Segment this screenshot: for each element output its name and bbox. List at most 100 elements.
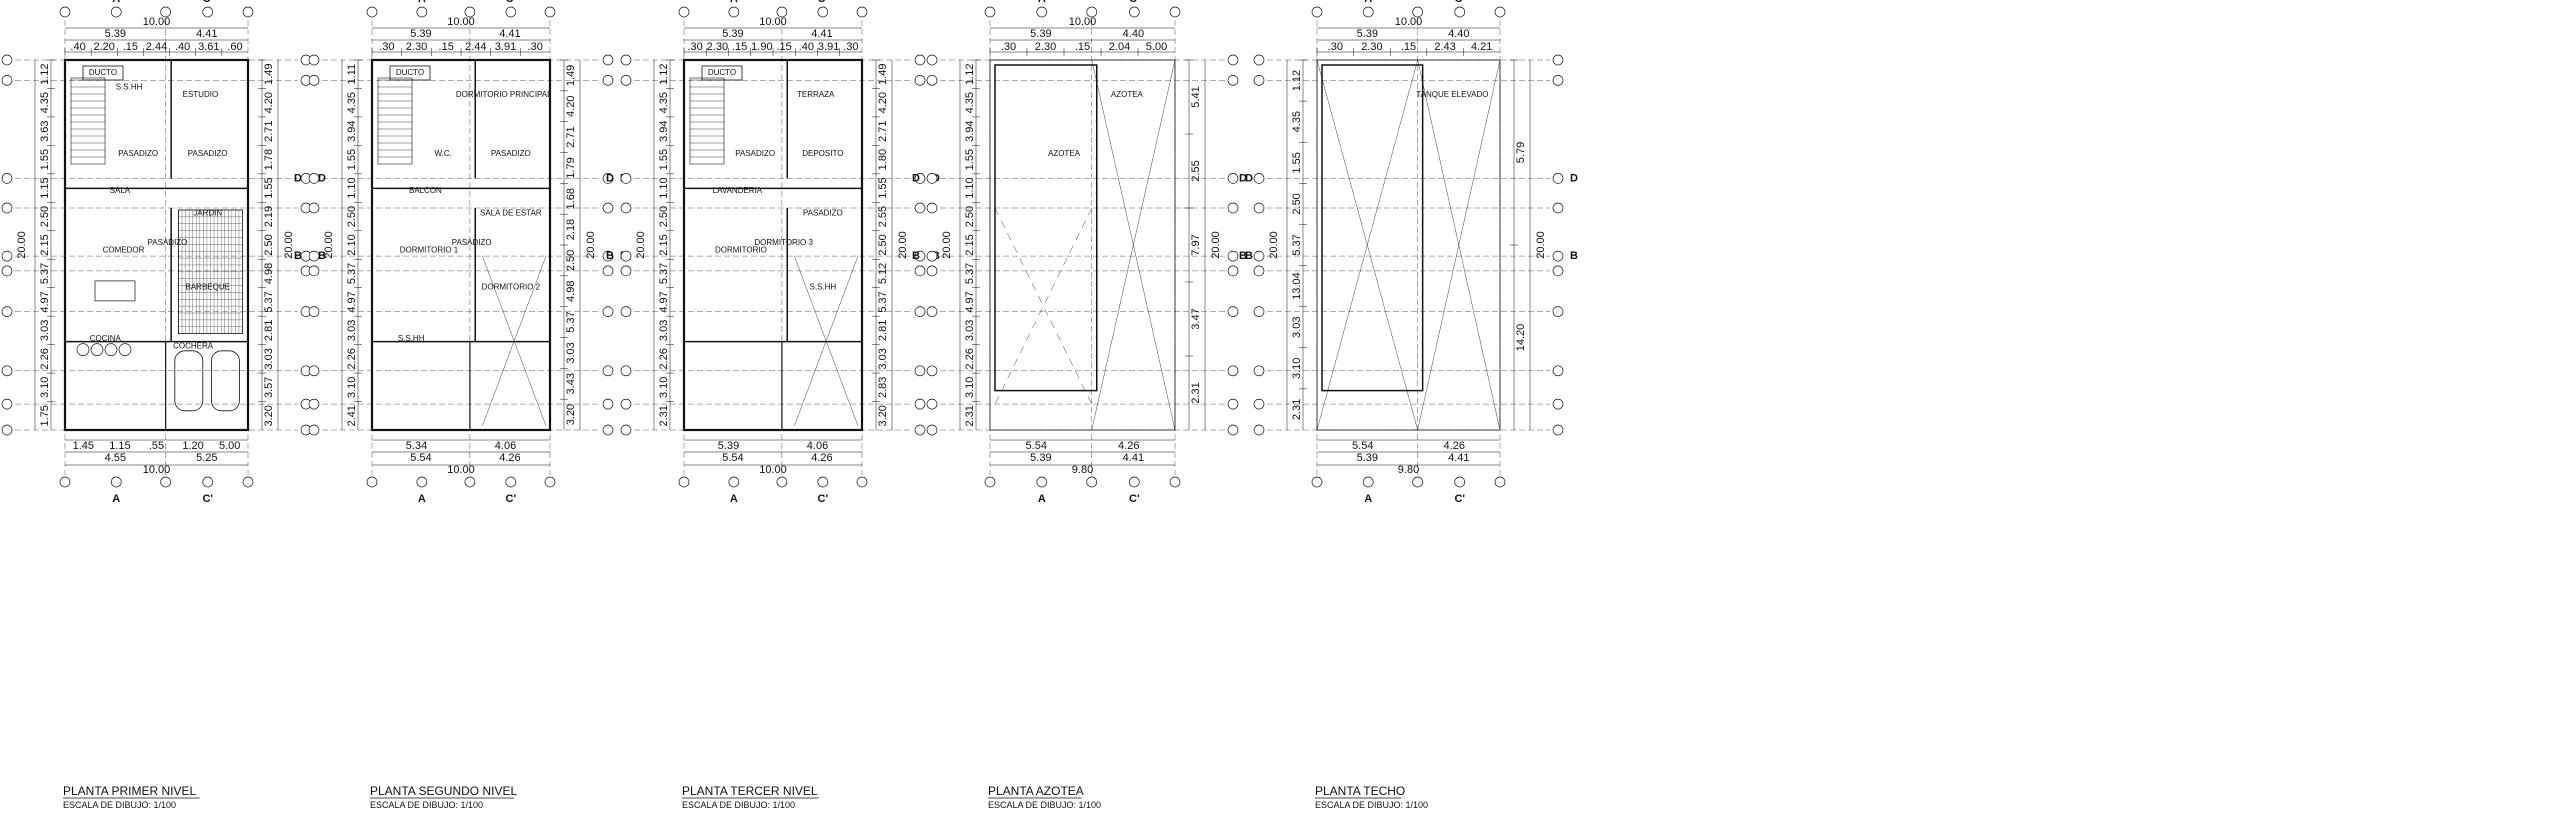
dim-top-detail: 2.43: [1434, 41, 1455, 53]
dim-bottom: 5.00: [219, 440, 240, 452]
dim-top-detail: 2.20: [94, 41, 115, 53]
axis-letter-bottom: C': [818, 493, 829, 505]
axis-bubble: [620, 306, 632, 317]
axis-bubble: [984, 6, 996, 18]
axis-letter-top: C': [1454, 0, 1465, 5]
dim-top-detail: 2.44: [146, 41, 167, 53]
axis-bubble: [308, 202, 320, 214]
axis-bubble: [914, 54, 926, 66]
dim-top-detail: 2.30: [406, 41, 427, 53]
dim-bottom: 4.06: [807, 440, 828, 452]
duct-box: [389, 65, 431, 81]
dim-top-mid: 4.41: [196, 28, 217, 40]
dim-bottom: 4.26: [1444, 440, 1465, 452]
dim-left: 2.15: [658, 234, 670, 255]
room-label: DORMITORIO 2: [482, 282, 541, 291]
dim-top-mid: 4.40: [1448, 28, 1469, 40]
axis-bubble: [464, 476, 476, 488]
dim-top-detail: .15: [439, 41, 454, 53]
duct-label: DUCTO: [708, 68, 736, 77]
dim-left-outer: 20.00: [941, 231, 953, 259]
dim-bottom-total: 9.80: [1398, 464, 1419, 476]
axis-bubble: [308, 424, 320, 436]
axis-bubble: [914, 265, 926, 277]
dim-top-detail: 2.04: [1109, 41, 1130, 53]
axis-bubble: [1, 173, 13, 184]
parapet-wall: [994, 64, 1098, 392]
roof-diagonal: [1417, 59, 1501, 431]
building-outline: [63, 58, 250, 432]
axis-letter-left: D: [912, 172, 920, 184]
axis-bubble: [602, 265, 614, 277]
dim-left: 3.94: [964, 120, 976, 141]
axis-bubble: [1086, 476, 1098, 488]
room-label: DEPOSITO: [802, 149, 843, 158]
dim-right: 7.97: [1190, 234, 1202, 255]
axis-letter-left: B: [294, 250, 302, 262]
axis-letter-top: C': [818, 0, 829, 5]
dim-top-detail: 3.61: [198, 41, 219, 53]
axis-bubble: [926, 202, 938, 214]
dim-top-detail: .15: [776, 41, 791, 53]
void-diagonal: [794, 256, 859, 427]
dim-left: 2.15: [39, 234, 51, 255]
stair: [689, 77, 725, 165]
axis-letter-bottom: C': [506, 493, 517, 505]
axis-bubble: [1036, 476, 1048, 488]
dim-right: 2.19: [263, 206, 275, 227]
dim-bottom2: 5.25: [196, 452, 217, 464]
dim-left: 2.26: [39, 348, 51, 369]
dim-left: 3.10: [658, 377, 670, 398]
axis-bubble: [1253, 398, 1265, 410]
building-outline: [989, 59, 1176, 431]
dim-right: 5.37: [565, 311, 577, 332]
dim-top-detail: .15: [1401, 41, 1416, 53]
stool: [90, 343, 104, 356]
dim-right: 4.98: [565, 281, 577, 302]
dim-left: 3.10: [39, 377, 51, 398]
dim-bottom2: 5.39: [1357, 452, 1378, 464]
dim-left: 1.10: [964, 177, 976, 198]
axis-bubble: [1253, 306, 1265, 317]
dim-left: 3.94: [346, 120, 358, 141]
dim-top-detail: 4.21: [1471, 41, 1492, 53]
axis-bubble: [1036, 6, 1048, 18]
axis-bubble: [1253, 250, 1265, 262]
axis-bubble: [505, 476, 517, 488]
plan-scale: ESCALA DE DIBUJO: 1/100: [370, 800, 483, 810]
dim-top-detail: 2.44: [465, 41, 486, 53]
dim-top-detail: 2.30: [1361, 41, 1382, 53]
car-outline: [210, 350, 240, 412]
dim-left: 1.10: [658, 177, 670, 198]
dim-top-total: 10.00: [143, 16, 171, 28]
dim-left: 1.55: [658, 149, 670, 170]
axis-bubble: [602, 54, 614, 66]
dim-right: 3.43: [565, 373, 577, 394]
dim-top-detail: .30: [379, 41, 394, 53]
axis-bubble: [59, 6, 71, 18]
dim-left: 2.41: [346, 405, 358, 426]
axis-letter-top: A: [418, 0, 426, 5]
axis-bubble: [926, 54, 938, 66]
stair: [70, 77, 106, 165]
dim-top-detail: .30: [687, 41, 702, 53]
dim-right: 5.37: [877, 291, 889, 312]
dim-left: 1.11: [346, 64, 358, 85]
axis-bubble: [728, 6, 740, 18]
dim-bottom2: 5.39: [1030, 452, 1051, 464]
axis-letter-top: C': [202, 0, 213, 5]
dim-right-outer: 20.00: [283, 231, 295, 259]
dim-bottom-total: 10.00: [759, 464, 787, 476]
dim-right: 4.20: [263, 92, 275, 113]
axis-bubble: [620, 173, 632, 184]
room-label: S.S.HH: [810, 282, 837, 291]
room-label: COMEDOR: [103, 245, 145, 254]
dim-left: 1.12: [39, 64, 51, 85]
car-outline: [174, 350, 204, 412]
dim-top-total: 10.00: [447, 16, 475, 28]
axis-letter-right: B: [1570, 250, 1578, 262]
dim-right: 1.80: [877, 149, 889, 170]
dim-left: 3.03: [964, 320, 976, 341]
dim-bottom: 5.54: [1352, 440, 1373, 452]
